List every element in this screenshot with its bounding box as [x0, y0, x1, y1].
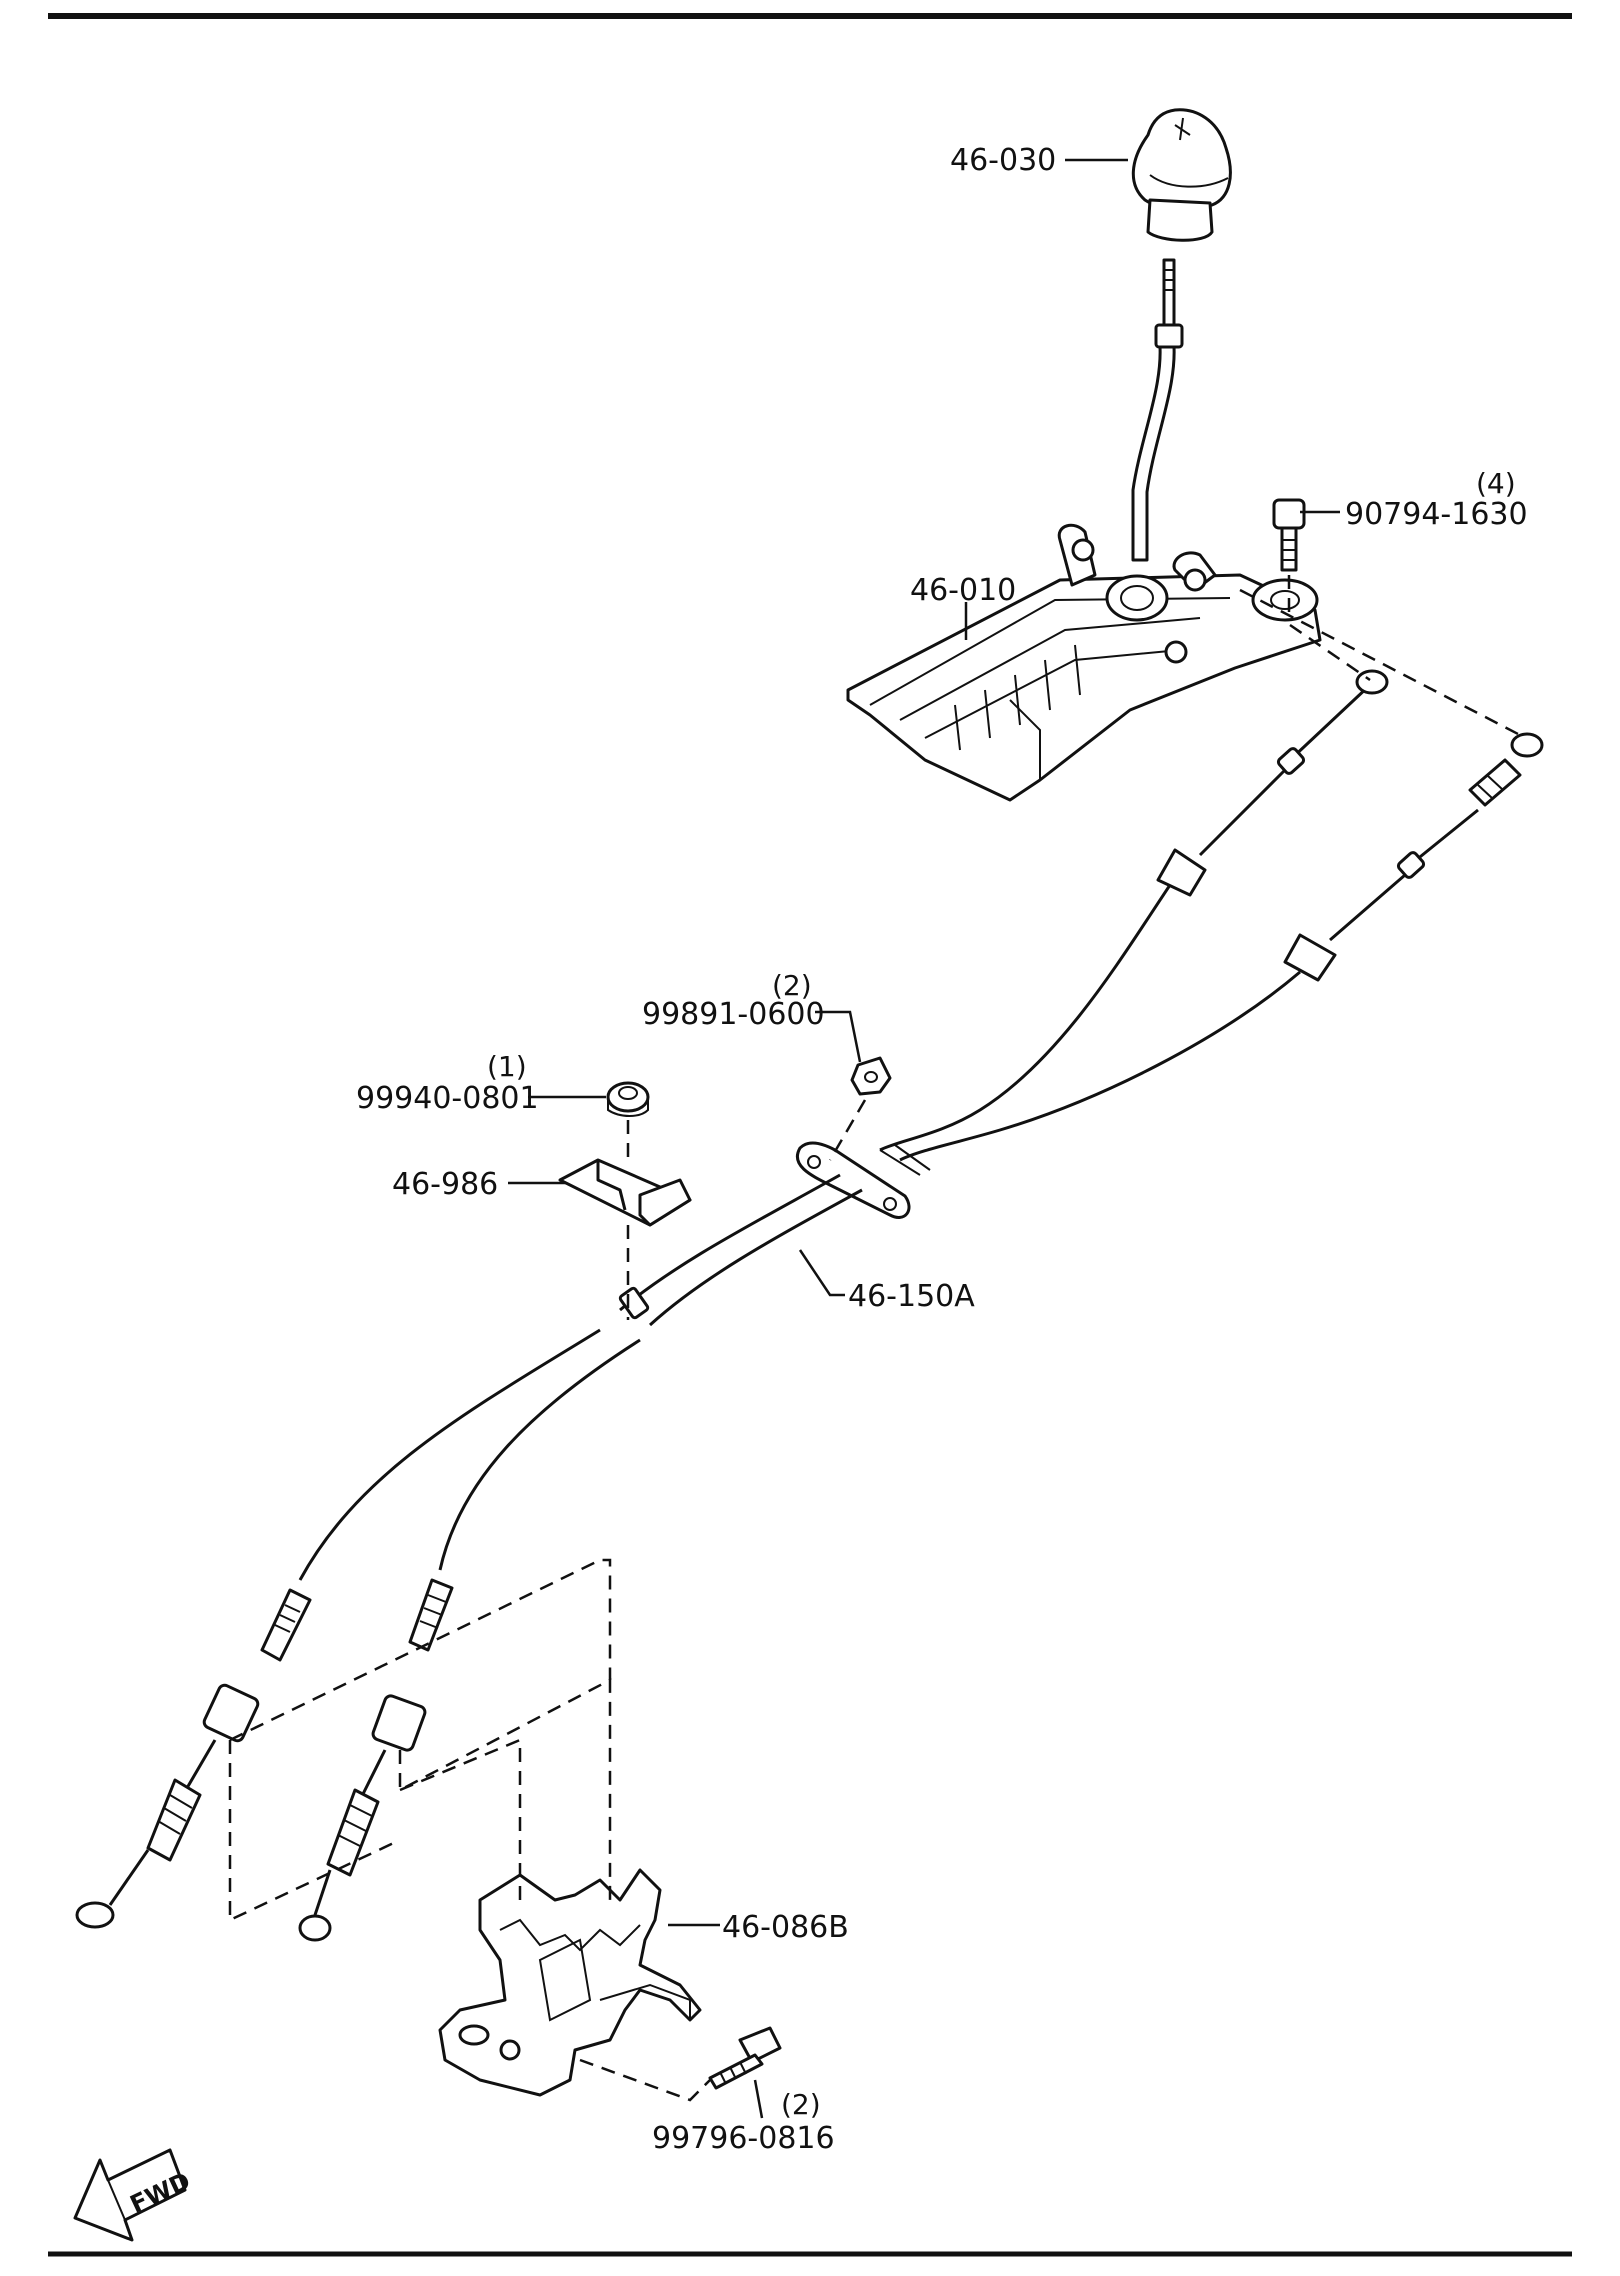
label-bracket: 46-086B [722, 1910, 849, 1945]
shifter-guide-line [1239, 588, 1521, 737]
qty-shifter-bolt: (4) [1476, 467, 1516, 500]
label-bracket-bolt: 99796-0816 [652, 2121, 835, 2156]
label-grommet-nut: 99891-0600 [642, 997, 825, 1032]
clip-nut[interactable] [606, 1081, 650, 1117]
shifter-guide-line-2 [1289, 623, 1371, 682]
shift-knob[interactable] [1131, 108, 1232, 242]
grommet-nut-guide-line [828, 1099, 867, 1161]
cable-bracket[interactable] [438, 1868, 702, 2097]
forward-direction-arrow: FWD [73, 2148, 195, 2242]
bracket-bolt-guide-line [579, 2058, 711, 2102]
shifter-bolt[interactable] [1272, 498, 1306, 572]
shift-cable-assembly[interactable] [75, 669, 1544, 1942]
leader-bracket-bolt [753, 2079, 764, 2119]
label-cable: 46-150A [848, 1279, 975, 1314]
grommet-nut[interactable] [850, 1056, 892, 1096]
qty-bracket-bolt: (2) [781, 2088, 821, 2121]
label-shifter-bolt: 90794-1630 [1345, 497, 1528, 532]
cable-clip[interactable] [558, 1158, 692, 1227]
qty-grommet-nut: (2) [772, 969, 812, 1002]
label-shifter: 46-010 [910, 573, 1016, 608]
shift-lever [1131, 258, 1184, 562]
qty-clip-nut: (1) [487, 1050, 527, 1083]
label-clip: 46-986 [392, 1167, 498, 1202]
label-knob: 46-030 [950, 143, 1056, 178]
shifter-assembly[interactable] [846, 523, 1322, 802]
leader-cable [798, 1249, 845, 1297]
bracket-guide-lines [228, 1558, 612, 1922]
bracket-bolt[interactable] [708, 2026, 782, 2090]
label-clip-nut: 99940-0801 [356, 1081, 539, 1116]
leader-grommet-nut [815, 1010, 862, 1063]
